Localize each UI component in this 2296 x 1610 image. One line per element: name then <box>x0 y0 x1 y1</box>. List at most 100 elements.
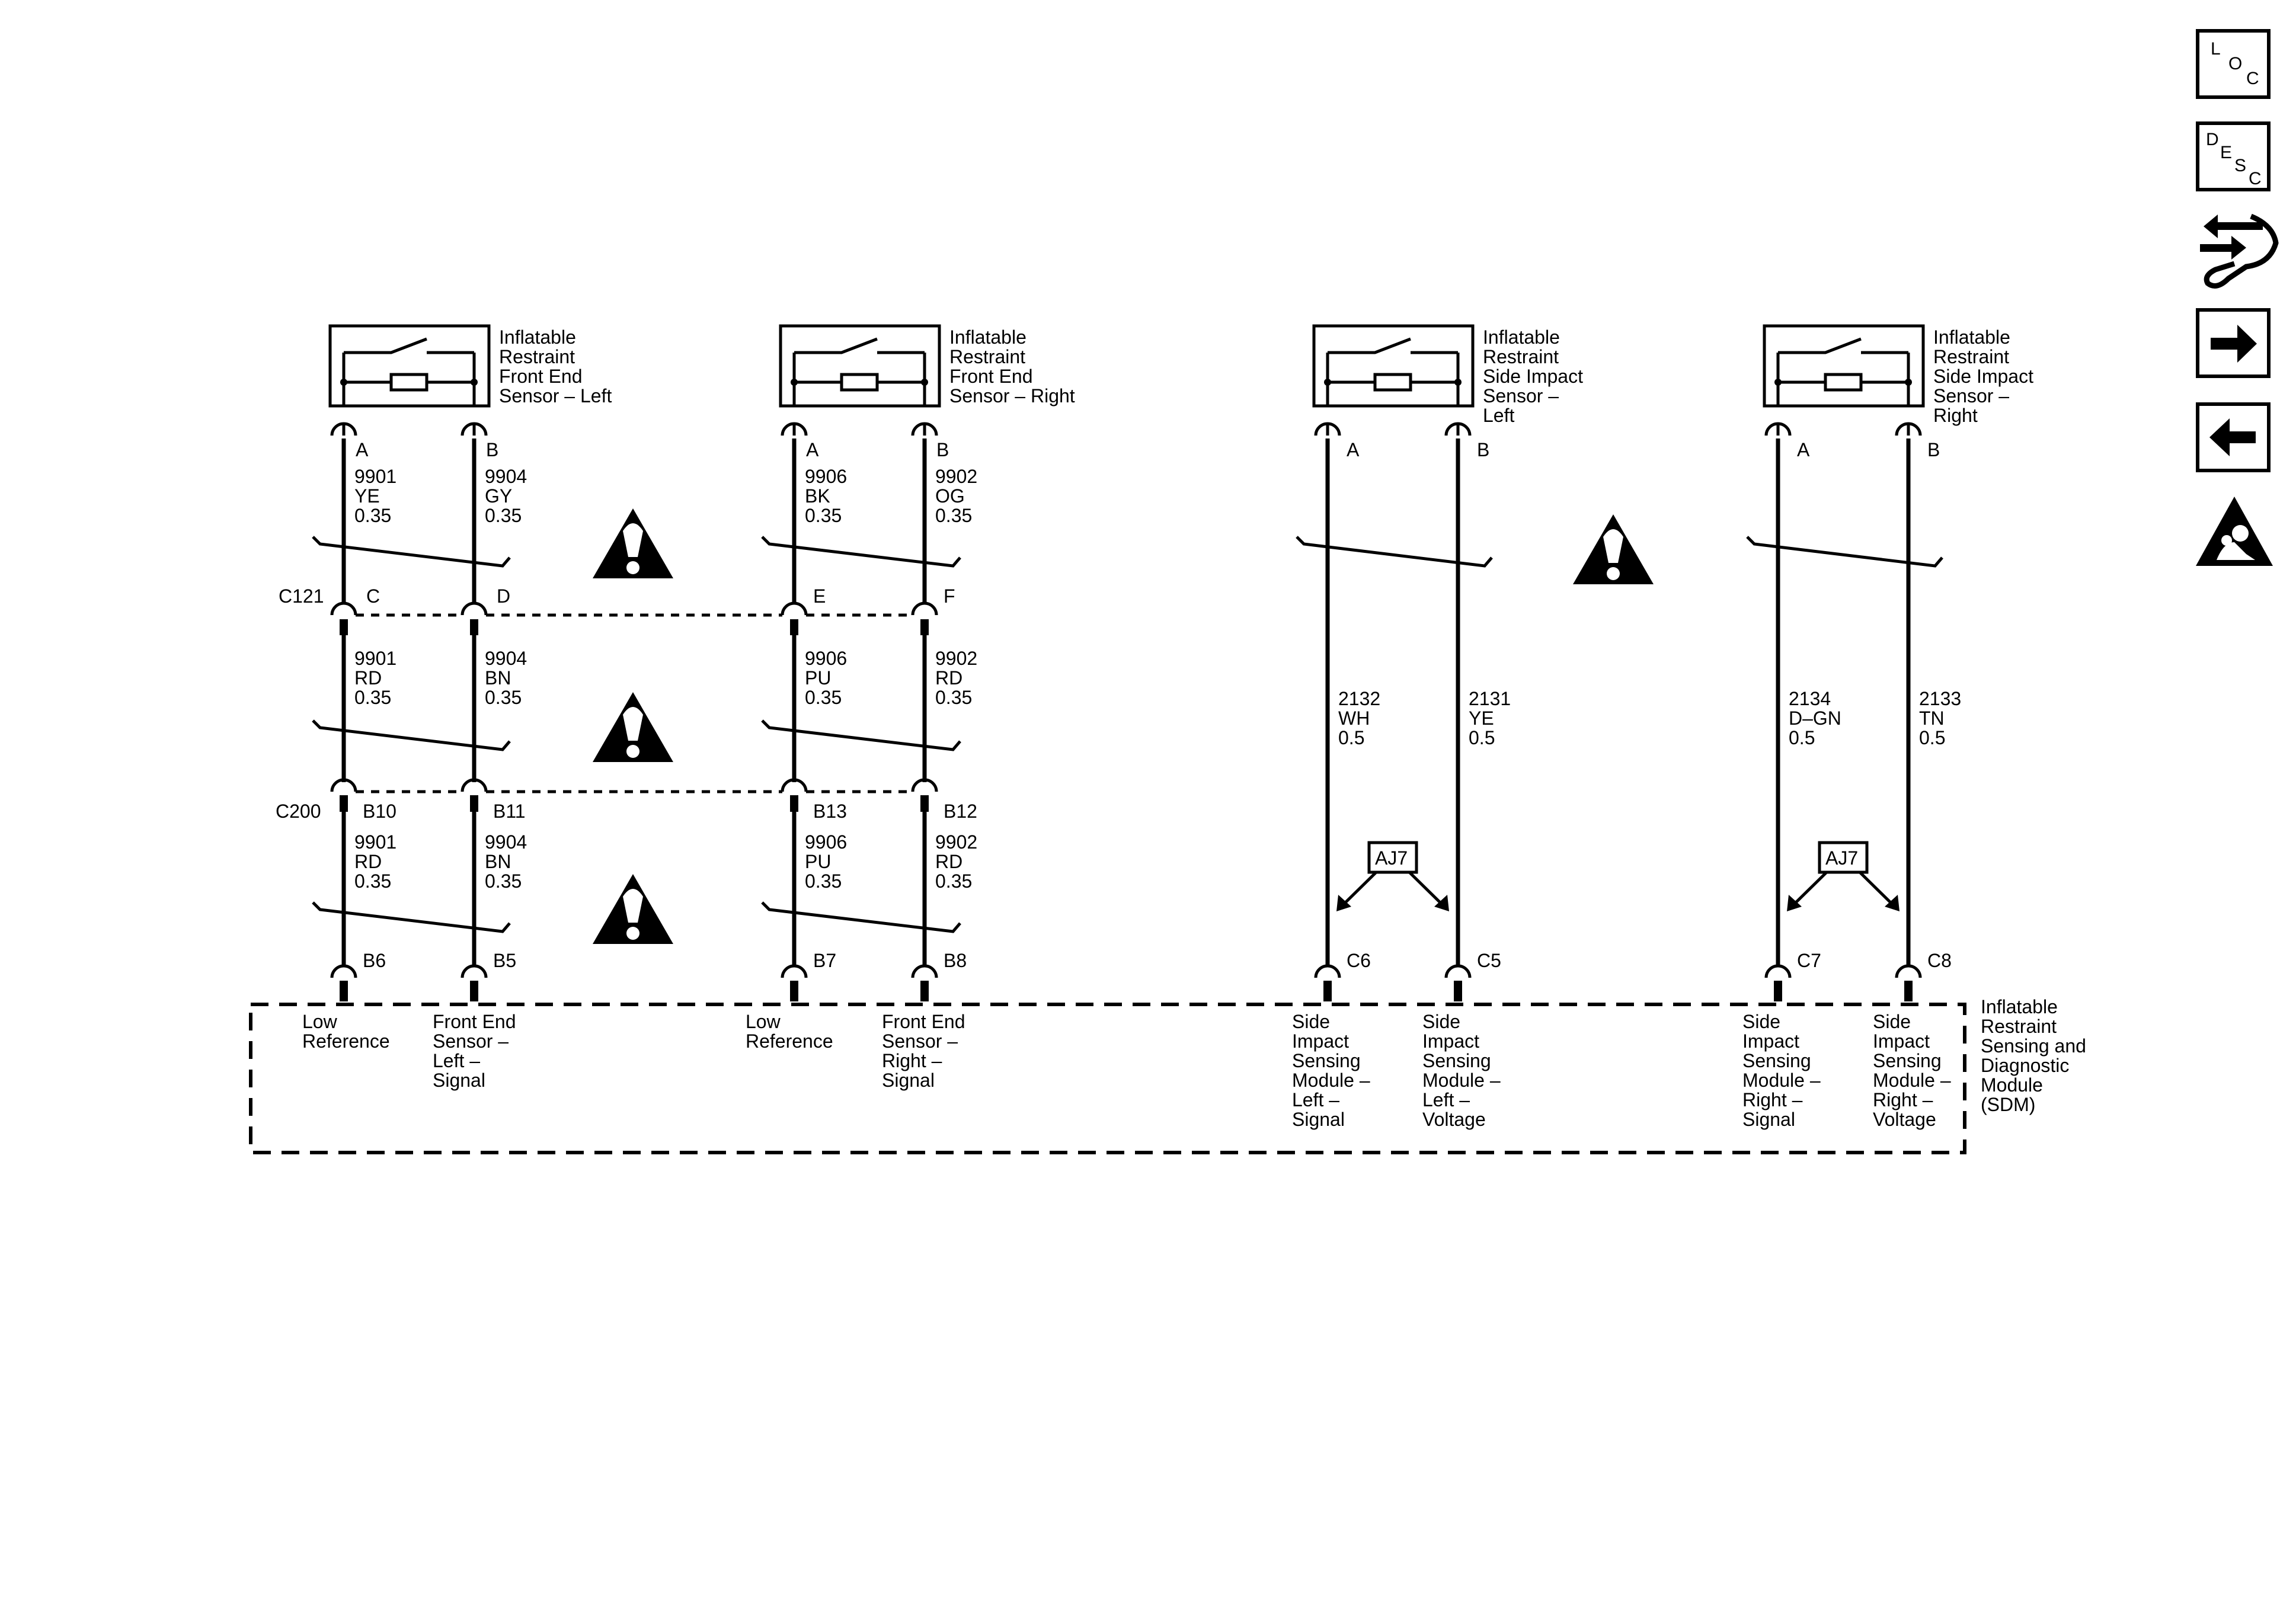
wire-spec-label: 0.5 <box>1338 727 1364 748</box>
arrow-left-icon <box>2209 418 2256 456</box>
desc-button-letter: D <box>2206 130 2219 149</box>
sensor-switch <box>1778 337 1862 354</box>
sdm-name-label: Diagnostic <box>1981 1055 2069 1076</box>
wire-spec-label: 9901 <box>354 466 396 487</box>
wrench-icon[interactable] <box>2200 213 2279 289</box>
connector-pin-stub <box>340 619 348 635</box>
sensor-pin-label: A <box>1347 439 1360 460</box>
sensor-name-label: Restraint <box>1933 346 2009 367</box>
sdm-connector-cup <box>781 964 808 978</box>
sdm-circuit-label: Module – <box>1742 1070 1821 1091</box>
wire-spec-label: 9906 <box>805 831 847 853</box>
wire-spec-label: 9902 <box>935 831 977 853</box>
wire-spec-label: 0.35 <box>935 870 972 892</box>
sdm-circuit-label: Impact <box>1292 1030 1349 1052</box>
connector-pin-stub <box>470 795 478 812</box>
warning-dot <box>626 927 639 940</box>
wire-spec-label: 0.5 <box>1469 727 1495 748</box>
wire-spec-label: RD <box>354 851 382 872</box>
connector-pin-stub <box>340 795 348 812</box>
splice-arrow <box>1341 871 1377 907</box>
splice-arrowhead <box>1336 895 1351 911</box>
wire-spec-label: 0.35 <box>935 505 972 526</box>
connector-pin-label: D <box>497 585 510 607</box>
sensor-junction <box>791 379 798 386</box>
sdm-circuit-label: Right – <box>882 1050 942 1071</box>
connector-c200-label: C200 <box>276 801 321 822</box>
airbag-warning-icon[interactable] <box>2196 497 2273 566</box>
sdm-circuit-label: Left – <box>433 1050 480 1071</box>
sensor-junction <box>1774 379 1782 386</box>
wire-spec-label: BN <box>485 851 511 872</box>
warning-icon <box>593 692 673 762</box>
sensor-switch <box>344 337 427 354</box>
sensor-housing <box>1763 324 1925 408</box>
sdm-circuit-label: Impact <box>1742 1030 1799 1052</box>
sensor-pin-label: A <box>356 439 369 460</box>
splice-arrowhead <box>1787 895 1802 911</box>
sdm-circuit-label: Side <box>1292 1011 1330 1032</box>
wire-spec-label: 0.35 <box>935 687 972 708</box>
connector-pin-stub <box>790 619 798 635</box>
connector-pin-stub <box>470 981 478 1001</box>
sdm-circuit-label: Left – <box>1292 1089 1339 1110</box>
connector-pin-stub <box>920 981 929 1001</box>
sensor-name-label: Sensor – <box>1483 385 1559 406</box>
sdm-name-label: Sensing and <box>1981 1035 2086 1057</box>
sdm-name-label: Restraint <box>1981 1016 2057 1037</box>
wire-spec-label: D–GN <box>1789 708 1841 729</box>
next-page-button[interactable] <box>2196 308 2271 378</box>
connector-pin-label: B10 <box>363 801 396 822</box>
wire-spec-label: RD <box>935 851 962 872</box>
warning-dot <box>626 745 639 758</box>
connector-pin-stub <box>920 795 929 812</box>
wire-spec-label: 0.35 <box>805 870 842 892</box>
sdm-connector-cup <box>1314 964 1341 978</box>
connector-pin-stub <box>1454 981 1462 1001</box>
sdm-circuit-label: Front End <box>882 1011 965 1032</box>
sensor-front-left-symbol <box>328 324 491 408</box>
splice-arrow <box>1792 871 1828 907</box>
loc-button-letter: O <box>2228 54 2242 73</box>
loc-button-letter: C <box>2246 69 2259 88</box>
sensor-junction <box>1905 379 1912 386</box>
loc-button[interactable] <box>2196 29 2271 99</box>
sensor-housing <box>328 324 491 408</box>
sdm-connector-cup <box>1444 964 1472 978</box>
wire-spec-label: YE <box>354 485 380 507</box>
harness-break-mark <box>1746 536 1943 568</box>
connector-c200-cup <box>781 778 808 792</box>
wire-spec-label: GY <box>485 485 512 507</box>
connector-c200-cup <box>461 778 488 792</box>
sdm-name-label: (SDM) <box>1981 1094 2035 1115</box>
wire-spec-label: 0.35 <box>354 505 391 526</box>
wire-spec-label: PU <box>805 851 831 872</box>
desc-button-letter: S <box>2234 156 2246 175</box>
sensor-name-label: Side Impact <box>1483 366 1583 387</box>
sensor-switch <box>1328 337 1411 354</box>
previous-page-button[interactable] <box>2196 402 2271 472</box>
desc-button[interactable] <box>2196 121 2271 191</box>
wire-spec-label: 9901 <box>354 648 396 669</box>
sensor-name-label: Inflatable <box>949 327 1027 348</box>
wire-spec-label: 2132 <box>1338 688 1380 709</box>
arrow-right-icon <box>2211 325 2257 363</box>
sensor-pin-label: A <box>806 439 819 460</box>
sdm-connector-cup <box>330 964 357 978</box>
connector-pin-stub <box>1774 981 1782 1001</box>
sdm-circuit-label: Side <box>1422 1011 1460 1032</box>
connector-pin-label: B11 <box>493 801 526 822</box>
sensor-pin-label: B <box>936 439 949 460</box>
sensor-resistor <box>389 373 428 392</box>
sdm-circuit-label: Module – <box>1422 1070 1501 1091</box>
splice-arrow <box>1859 871 1895 907</box>
sensor-junction <box>1454 379 1462 386</box>
sensor-housing <box>1312 324 1475 408</box>
connector-pin-stub <box>470 619 478 635</box>
sdm-circuit-label: Signal <box>1292 1109 1345 1130</box>
airbag-bag <box>2232 525 2249 542</box>
sdm-circuit-label: Module – <box>1292 1070 1370 1091</box>
connector-pin-stub <box>340 981 348 1001</box>
sensor-front-right-symbol <box>779 324 941 408</box>
